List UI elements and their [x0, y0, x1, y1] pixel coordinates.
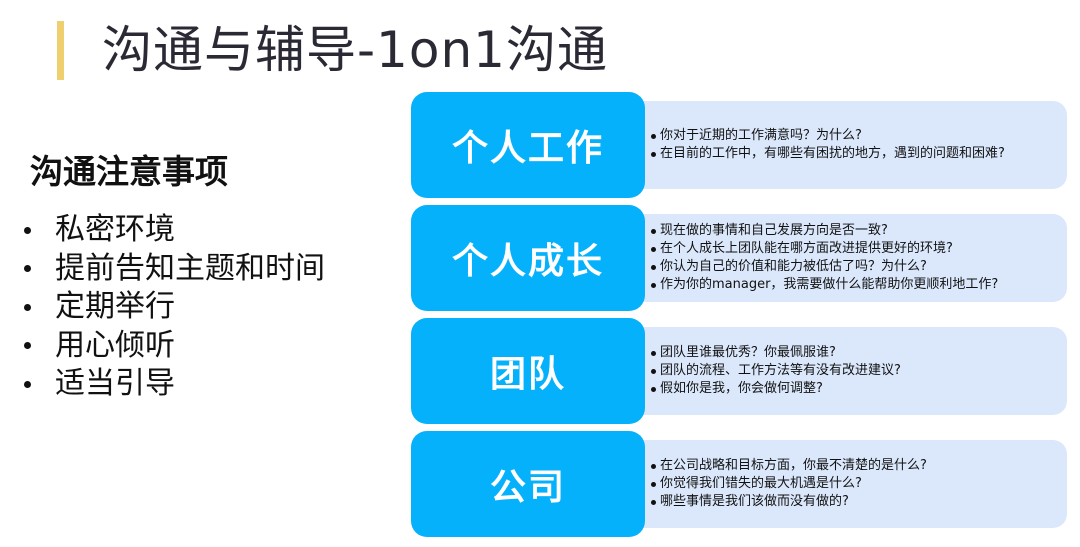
- category-row-team: 团队 团队里谁最优秀？你最佩服谁? 团队的流程、工作方法等有没有改进建议? 假如…: [411, 318, 1067, 424]
- question-item: 假如你是我，你会做何调整?: [651, 380, 901, 398]
- bullet-icon: [651, 350, 656, 356]
- notes-item: 私密环境: [22, 211, 325, 250]
- category-label: 个人工作: [411, 92, 645, 198]
- bullet-icon: [24, 265, 31, 273]
- bullet-icon: [24, 342, 31, 350]
- question-item: 你觉得我们错失的最大机遇是什么?: [651, 475, 927, 493]
- bullet-icon: [24, 380, 31, 388]
- bullet-icon: [651, 282, 656, 288]
- bullet-icon: [24, 226, 31, 234]
- bullet-icon: [24, 303, 31, 311]
- bullet-icon: [651, 133, 656, 139]
- question-item: 团队里谁最优秀？你最佩服谁?: [651, 344, 901, 362]
- question-item: 你认为自己的价值和能力被低估了吗？为什么?: [651, 258, 998, 276]
- notes-item: 提前告知主题和时间: [22, 250, 325, 289]
- question-item: 作为你的manager，我需要做什么能帮助你更顺利地工作?: [651, 276, 998, 294]
- category-label: 团队: [411, 318, 645, 424]
- category-row-personal-work: 个人工作 你对于近期的工作满意吗？为什么? 在目前的工作中，有哪些有困扰的地方，…: [411, 92, 1067, 198]
- category-row-company: 公司 在公司战略和目标方面，你最不清楚的是什么? 你觉得我们错失的最大机遇是什么…: [411, 431, 1067, 537]
- category-row-personal-growth: 个人成长 现在做的事情和自己发展方向是否一致? 在个人成长上团队能在哪方面改进提…: [411, 205, 1067, 311]
- notes-list: 私密环境 提前告知主题和时间 定期举行 用心倾听 适当引导: [22, 211, 325, 404]
- bullet-icon: [651, 368, 656, 374]
- notes-item: 定期举行: [22, 288, 325, 327]
- bullet-icon: [651, 463, 656, 469]
- question-item: 在目前的工作中，有哪些有困扰的地方，遇到的问题和困难?: [651, 145, 1005, 163]
- question-item: 在公司战略和目标方面，你最不清楚的是什么?: [651, 457, 927, 475]
- page-title: 沟通与辅导-1on1沟通: [102, 21, 608, 79]
- question-item: 你对于近期的工作满意吗？为什么?: [651, 127, 1005, 145]
- category-label: 公司: [411, 431, 645, 537]
- question-item: 哪些事情是我们该做而没有做的?: [651, 493, 927, 511]
- bullet-icon: [651, 481, 656, 487]
- question-item: 现在做的事情和自己发展方向是否一致?: [651, 222, 998, 240]
- question-item: 团队的流程、工作方法等有没有改进建议?: [651, 362, 901, 380]
- bullet-icon: [651, 228, 656, 234]
- questions-list: 现在做的事情和自己发展方向是否一致? 在个人成长上团队能在哪方面改进提供更好的环…: [651, 205, 998, 311]
- questions-list: 你对于近期的工作满意吗？为什么? 在目前的工作中，有哪些有困扰的地方，遇到的问题…: [651, 92, 1005, 198]
- questions-panel: [631, 214, 1067, 302]
- questions-panel: [631, 327, 1067, 415]
- bullet-icon: [651, 246, 656, 252]
- bullet-icon: [651, 499, 656, 505]
- notes-item: 用心倾听: [22, 327, 325, 366]
- notes-item: 适当引导: [22, 365, 325, 404]
- question-item: 在个人成长上团队能在哪方面改进提供更好的环境?: [651, 240, 998, 258]
- questions-list: 团队里谁最优秀？你最佩服谁? 团队的流程、工作方法等有没有改进建议? 假如你是我…: [651, 318, 901, 424]
- questions-panel: [631, 440, 1067, 528]
- category-label: 个人成长: [411, 205, 645, 311]
- questions-panel: [631, 101, 1067, 189]
- questions-list: 在公司战略和目标方面，你最不清楚的是什么? 你觉得我们错失的最大机遇是什么? 哪…: [651, 431, 927, 537]
- notes-heading: 沟通注意事项: [30, 152, 228, 191]
- bullet-icon: [651, 264, 656, 270]
- bullet-icon: [651, 386, 656, 392]
- title-accent-bar: [57, 21, 64, 80]
- bullet-icon: [651, 151, 656, 157]
